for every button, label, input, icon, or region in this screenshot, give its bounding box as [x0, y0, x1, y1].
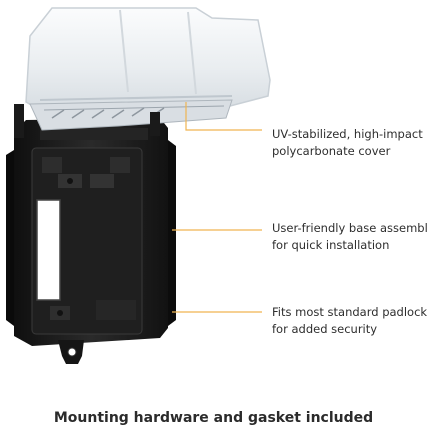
leader-line-cover — [185, 102, 262, 131]
callout-base: User-friendly base assembly for quick in… — [272, 220, 427, 254]
caption-mounting-hardware: Mounting hardware and gasket included — [53, 410, 374, 426]
callout-cover: UV-stabilized, high-impact polycarbonate… — [272, 126, 423, 160]
callout-cover-line2: polycarbonate cover — [272, 144, 391, 158]
base-assembly — [6, 118, 176, 364]
callout-padlock-line2: for added security — [272, 322, 378, 336]
callout-cover-line1: UV-stabilized, high-impact — [272, 127, 423, 141]
callout-padlock: Fits most standard padlocks for added se… — [272, 304, 427, 338]
callout-padlock-line1: Fits most standard padlocks — [272, 305, 427, 319]
callout-leader-lines — [172, 102, 262, 313]
clear-cover — [14, 7, 271, 138]
callout-base-line2: for quick installation — [272, 238, 390, 252]
callout-base-line1: User-friendly base assembly — [272, 221, 427, 235]
